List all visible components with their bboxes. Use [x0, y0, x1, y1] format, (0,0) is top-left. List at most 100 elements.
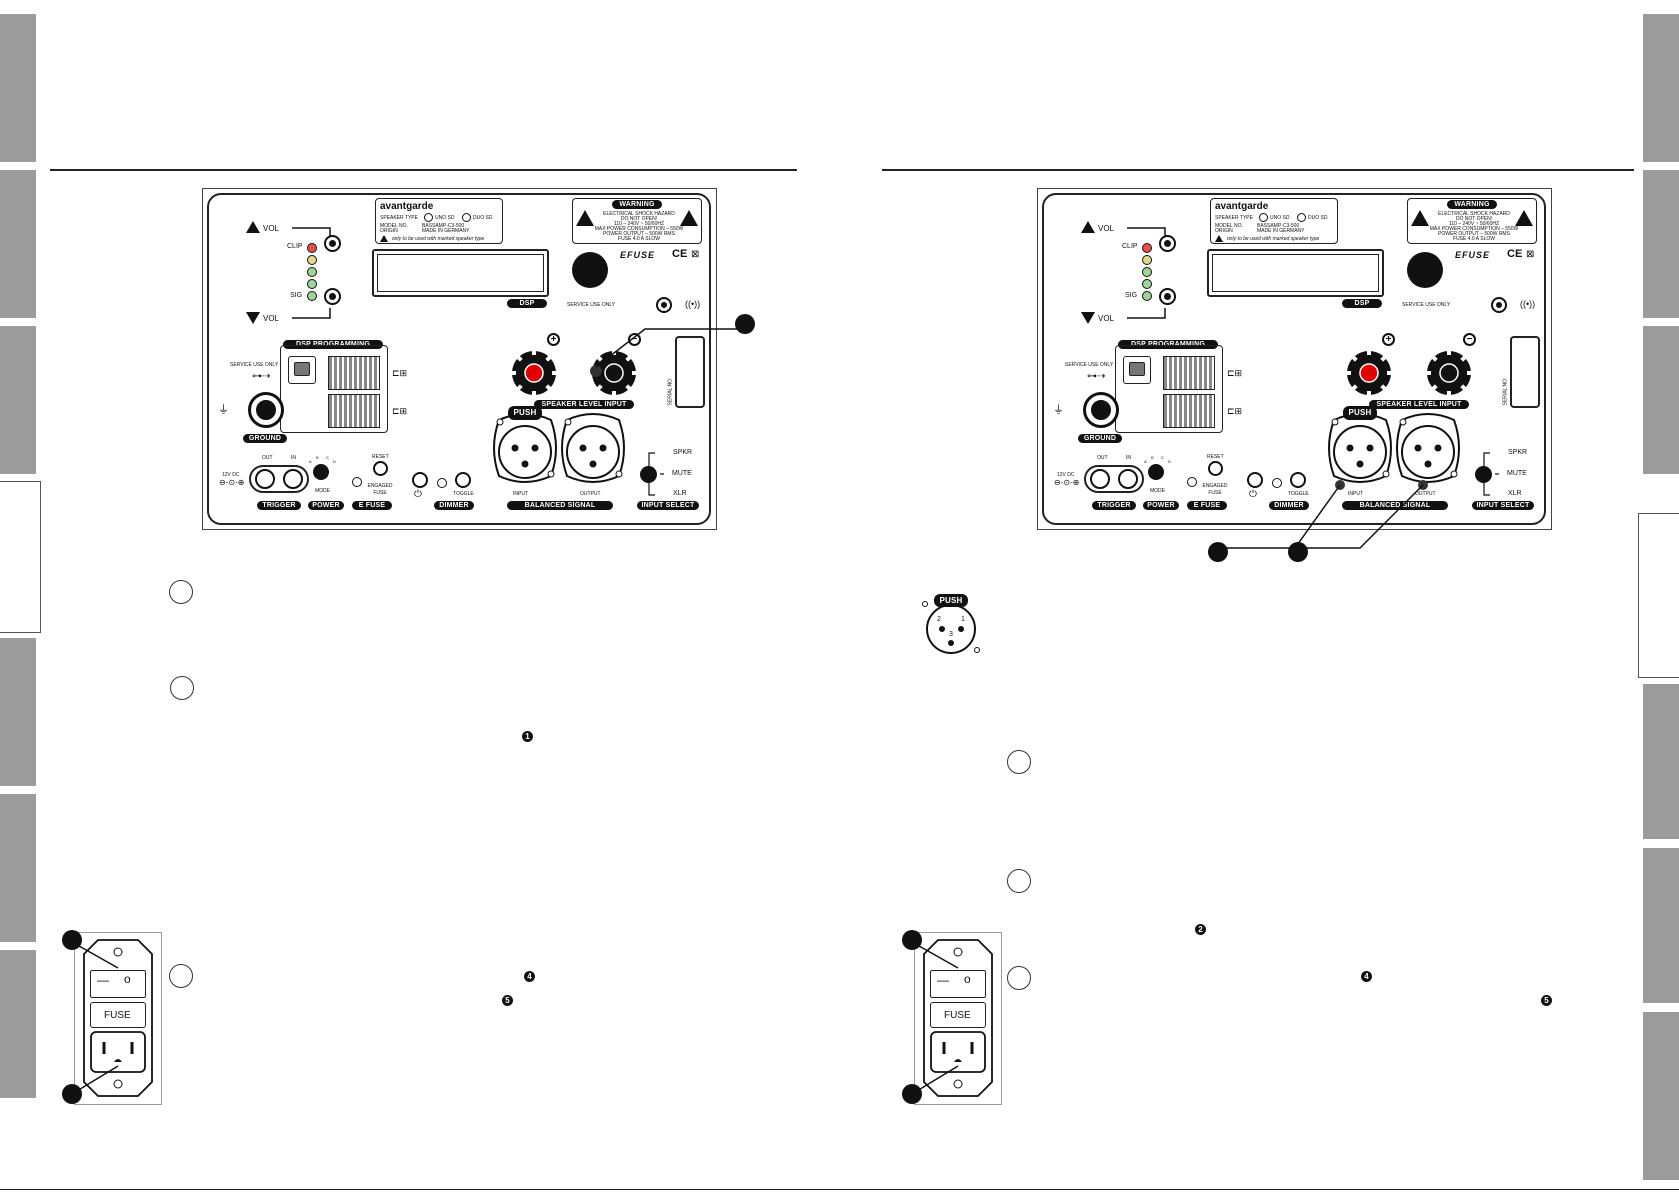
e-fuse-label: E FUSE [1187, 501, 1227, 510]
mode-switch[interactable] [1148, 464, 1164, 480]
power-switch[interactable] [90, 970, 146, 998]
dsp-programming-frame [280, 345, 388, 433]
side-tab-right-3 [1643, 326, 1679, 474]
e-fuse-label: E FUSE [352, 501, 392, 510]
vol-up-icon [1081, 221, 1095, 233]
xlr-callout-lines [1220, 484, 1424, 549]
xlr-output-jack[interactable] [559, 410, 627, 486]
callout-dot-xlr-output [1288, 542, 1308, 562]
xlr-detail-latch-top [922, 601, 928, 607]
trigger-out-jack[interactable] [255, 469, 275, 489]
push-tab[interactable]: PUSH [508, 406, 542, 420]
warning-line-2: DO NOT OPEN! [620, 216, 658, 222]
xlr-label: XLR [1508, 490, 1522, 497]
mode-b-label: B [316, 455, 319, 460]
dc-label: 12V DC [1057, 472, 1075, 478]
xlr-input-label: INPUT [513, 491, 528, 497]
xlr-input-jack[interactable] [1326, 410, 1394, 486]
rj45-port-2[interactable] [328, 394, 380, 428]
trigger-in-label: IN [1126, 455, 1131, 461]
warning-line-3: 110 – 240V ~ 50/60HZ [1448, 221, 1500, 227]
fuse-module-outline [83, 939, 153, 1097]
mode-switch[interactable] [313, 464, 329, 480]
led-3 [307, 267, 317, 277]
power-standby-button[interactable] [412, 472, 428, 488]
rj45-port-2[interactable] [1163, 394, 1215, 428]
usb-port[interactable] [288, 356, 316, 384]
mode-label: MODE [1150, 488, 1165, 494]
mute-label: MUTE [1507, 470, 1527, 477]
xlr-output-label: OUTPUT [1415, 491, 1436, 497]
reset-label: RESET [372, 454, 389, 460]
ce-mark: CE [1507, 248, 1523, 260]
standby-icon: ⏻ [1249, 489, 1257, 500]
binding-post-plus[interactable] [1344, 348, 1394, 398]
warning-box [572, 198, 702, 244]
trigger-in-jack[interactable] [1118, 469, 1138, 489]
reset-button[interactable] [373, 461, 388, 476]
origin-label: ORIGIN [1215, 228, 1233, 234]
power-label: POWER [308, 501, 344, 510]
rj45-port-1[interactable] [328, 356, 380, 390]
volume-knob[interactable] [572, 252, 608, 288]
reset-button[interactable] [1208, 461, 1223, 476]
led-sig [307, 291, 317, 301]
dimmer-led [437, 478, 447, 488]
vol-down-button-center [329, 293, 336, 300]
side-tab-right-active [1638, 513, 1679, 678]
speaker-input-marker-dot [590, 365, 602, 377]
xlr-input-label: INPUT [1348, 491, 1363, 497]
rj45-port-1[interactable] [1163, 356, 1215, 390]
dimmer-toggle-button[interactable] [455, 472, 471, 488]
fuse-drawer[interactable] [90, 1002, 146, 1028]
dimmer-toggle-button[interactable] [1290, 472, 1306, 488]
ground-terminal[interactable] [1083, 392, 1119, 428]
vol-down-icon [246, 312, 260, 324]
input-select-switch[interactable] [1475, 466, 1492, 483]
usb-port[interactable] [1123, 356, 1151, 384]
trigger-out-jack[interactable] [1090, 469, 1110, 489]
fuse-callout-dot-top-left [62, 930, 82, 950]
power-standby-button[interactable] [1247, 472, 1263, 488]
push-tab[interactable]: PUSH [1343, 406, 1377, 420]
dsp-display [1207, 249, 1384, 297]
ground-label: GROUND [1078, 434, 1122, 443]
side-tab-left-2 [0, 170, 36, 318]
trigger-in-jack[interactable] [283, 469, 303, 489]
dc-polarity-icon: ⊖-⊙-⊕ [219, 478, 245, 487]
balanced-signal-label: BALANCED SIGNAL [1342, 501, 1448, 510]
service-port-center [661, 302, 667, 308]
side-tab-left-active [0, 481, 41, 633]
xlr-pin-3-label: 3 [949, 631, 953, 638]
fuse-drawer[interactable] [930, 1002, 986, 1028]
binding-post-plus[interactable] [509, 348, 559, 398]
uno-label: UNO SD [435, 215, 455, 221]
side-tab-right-2 [1643, 170, 1679, 318]
warning-line-5: POWER OUTPUT – 500W RMS [1438, 231, 1510, 237]
marked-note: only to be used with marked speaker type [1227, 236, 1320, 242]
warning-left-icon [1411, 210, 1429, 226]
xlr-label: XLR [673, 490, 687, 497]
power-switch[interactable] [930, 970, 986, 998]
input-select-switch[interactable] [640, 466, 657, 483]
warning-right-icon [1515, 210, 1533, 226]
xlr-output-jack[interactable] [1394, 410, 1462, 486]
network-icon-1: ⊏⊞ [392, 368, 408, 378]
step-circle-4 [1007, 750, 1031, 774]
warning-line-2: DO NOT OPEN! [1455, 216, 1493, 222]
reset-label: RESET [1207, 454, 1224, 460]
xlr-input-jack[interactable] [491, 410, 559, 486]
standby-icon: ⏻ [414, 489, 422, 500]
trigger-label: TRIGGER [257, 501, 301, 510]
dimmer-led [1272, 478, 1282, 488]
warning-box [1407, 198, 1537, 244]
dsp-programming-label: DSP PROGRAMMING [1118, 340, 1218, 349]
fuse-callout-dot-bottom-left [62, 1084, 82, 1104]
brand-logo: avantgarde [380, 201, 434, 212]
binding-post-minus[interactable] [1424, 348, 1474, 398]
volume-knob[interactable] [1407, 252, 1443, 288]
plus-symbol-icon: + [1382, 333, 1395, 346]
usb-port-inner [294, 362, 310, 376]
warning-title: WARNING [1447, 200, 1497, 209]
fuse-module-right: — o FUSE [914, 932, 1002, 1105]
